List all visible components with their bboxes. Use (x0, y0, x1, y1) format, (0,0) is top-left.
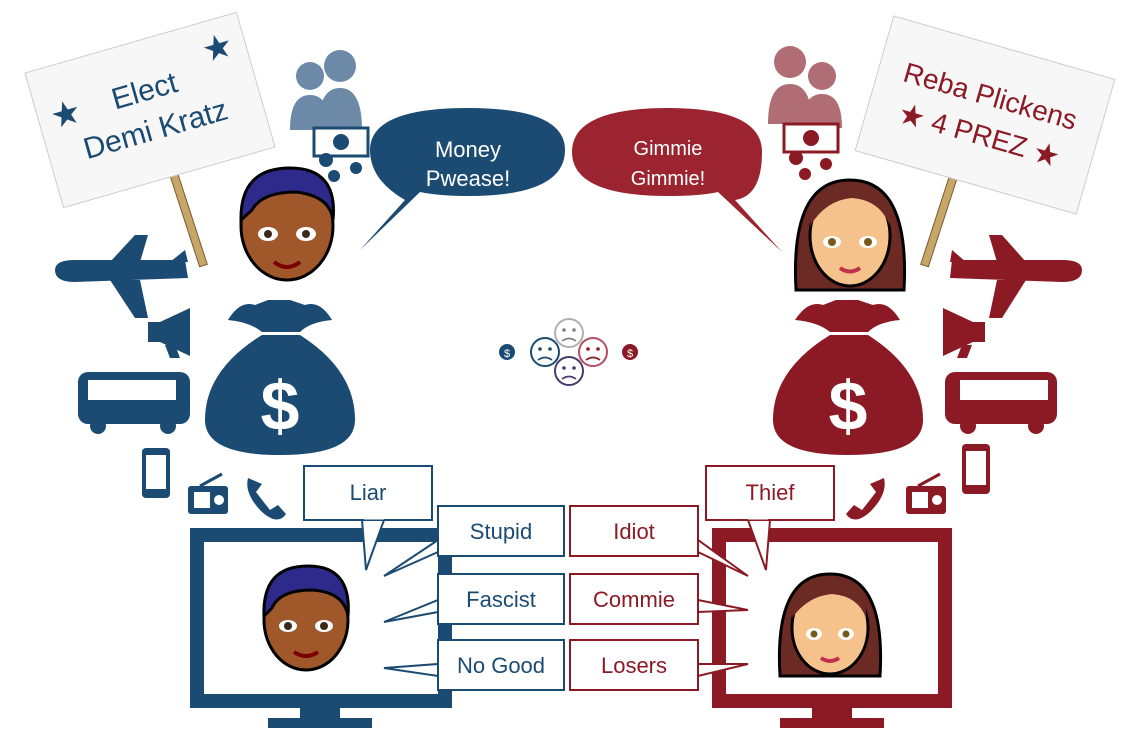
insult-bubble-left-1: Stupid (383, 505, 565, 577)
telephone-icon (247, 478, 286, 520)
airplane-icon (55, 235, 188, 318)
bus-icon (945, 372, 1057, 434)
money-bag-icon: $ (773, 300, 923, 455)
insult-left-stupid: Stupid (470, 519, 532, 544)
dollar-coin-left: $ (504, 348, 510, 360)
insult-right-commie: Commie (593, 587, 675, 612)
speech-right-line2: Gimmie! (631, 168, 705, 190)
dollar-sign: $ (829, 367, 868, 445)
insult-right-idiot: Idiot (613, 519, 655, 544)
center-emotion-cluster: $ $ (499, 318, 638, 386)
speech-bubble-right: Gimmie Gimmie! (572, 108, 782, 252)
speech-right-line1: Gimmie (634, 138, 703, 160)
insult-bubble-left-3: No Good (383, 639, 565, 691)
speech-left-line1: Money (435, 137, 501, 162)
insult-bubble-right-2: Commie (569, 573, 749, 625)
sad-face-icon (578, 337, 608, 367)
bus-icon (78, 372, 190, 434)
radio-icon (188, 472, 228, 514)
speech-left-line2: Pwease! (426, 166, 510, 191)
insult-left-fascist: Fascist (466, 587, 536, 612)
donor-group-icon (768, 46, 842, 180)
sad-face-icon (530, 337, 560, 367)
airplane-icon (950, 235, 1082, 318)
telephone-icon (846, 478, 885, 520)
insult-bubble-right-3: Losers (569, 639, 749, 691)
megaphone-icon (148, 308, 190, 358)
dollar-coin-right: $ (627, 348, 633, 360)
sad-face-icon (554, 356, 584, 386)
insult-bubble-left-0: Liar (303, 465, 433, 571)
mobile-phone-icon (962, 444, 990, 494)
dollar-sign: $ (261, 367, 300, 445)
insult-left-no-good: No Good (457, 653, 545, 678)
money-bag-icon: $ (205, 300, 355, 455)
candidate-avatar-right (793, 178, 907, 292)
insult-right-thief: Thief (746, 480, 796, 505)
campaign-sign-right: Reba Plickens 4 PREZ ★ ★ (854, 15, 1116, 268)
insult-left-liar: Liar (350, 480, 387, 505)
mobile-phone-icon (142, 448, 170, 498)
insult-bubble-right-1: Idiot (569, 505, 749, 577)
donor-group-icon (290, 50, 370, 182)
insult-bubble-right-0: Thief (705, 465, 835, 571)
megaphone-icon (943, 308, 985, 358)
candidate-avatar-tv-left (262, 564, 350, 672)
candidate-avatar-left (239, 166, 335, 282)
insult-bubble-left-2: Fascist (383, 573, 565, 625)
radio-icon (906, 472, 946, 514)
insult-right-losers: Losers (601, 653, 667, 678)
speech-bubble-left: Money Pwease! (360, 108, 565, 250)
candidate-avatar-tv-right (777, 572, 883, 678)
sad-face-icon (554, 318, 584, 348)
campaign-sign-left: Elect Demi Kratz ★ ★ (24, 11, 276, 268)
